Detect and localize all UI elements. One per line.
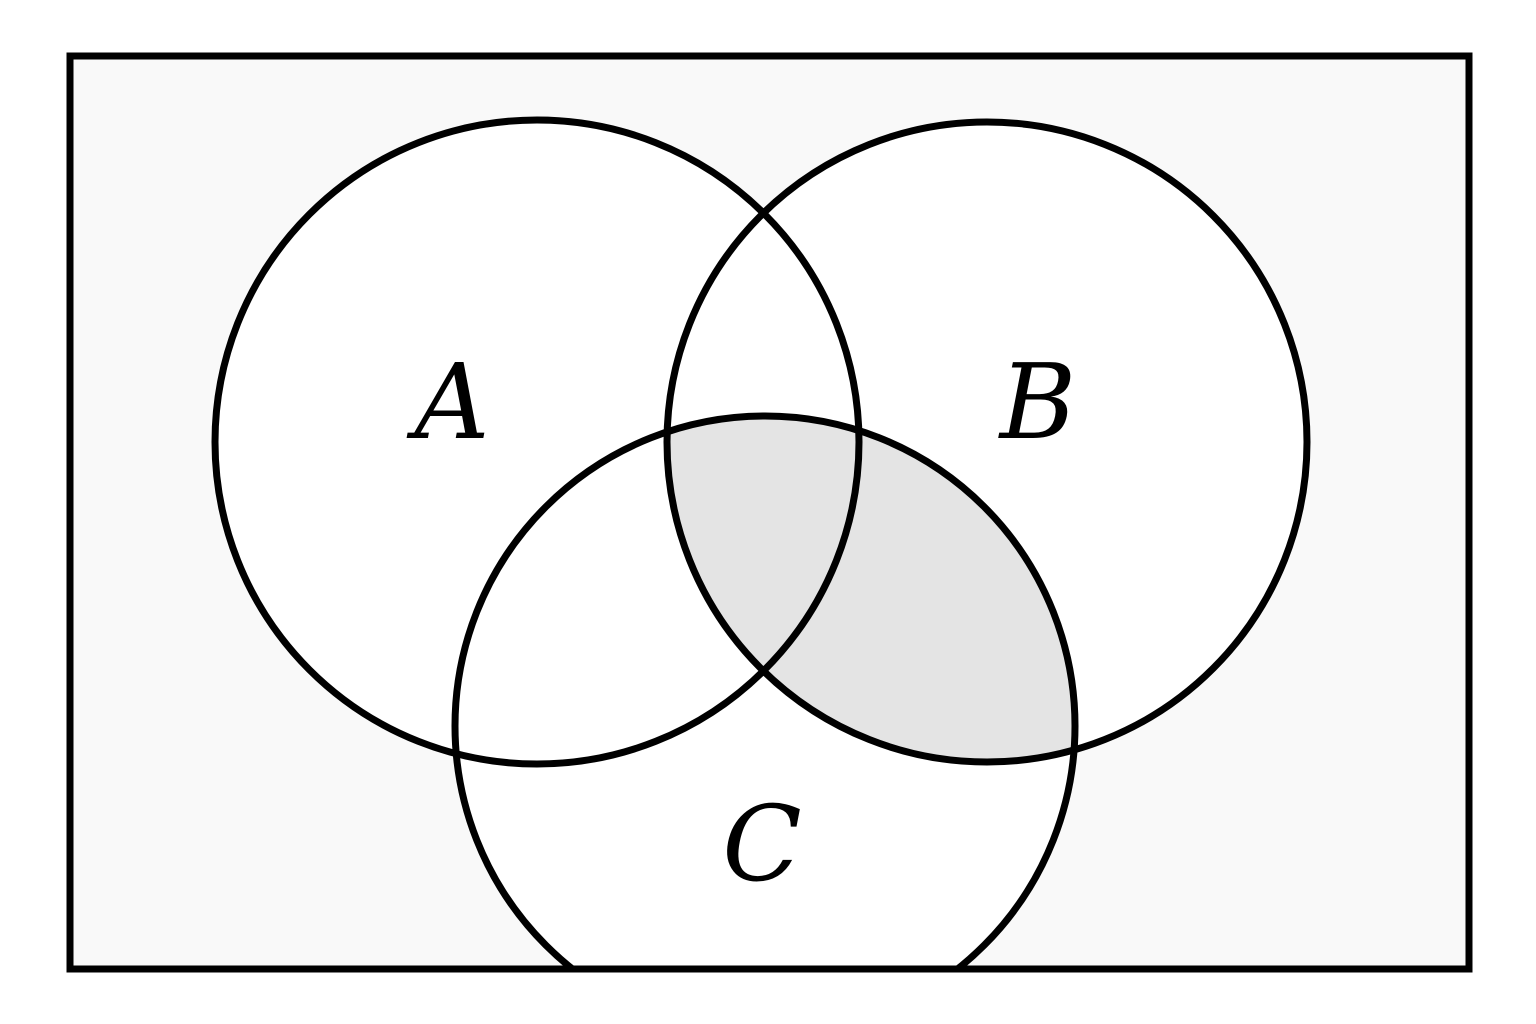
universe-border — [66, 52, 1473, 973]
set-a-circle — [211, 116, 863, 768]
set-a-label: A — [406, 341, 489, 463]
set-c-label: C — [722, 783, 802, 905]
set-b-label: B — [998, 341, 1076, 463]
set-c-circle — [451, 412, 1079, 969]
set-b-circle — [663, 118, 1311, 766]
